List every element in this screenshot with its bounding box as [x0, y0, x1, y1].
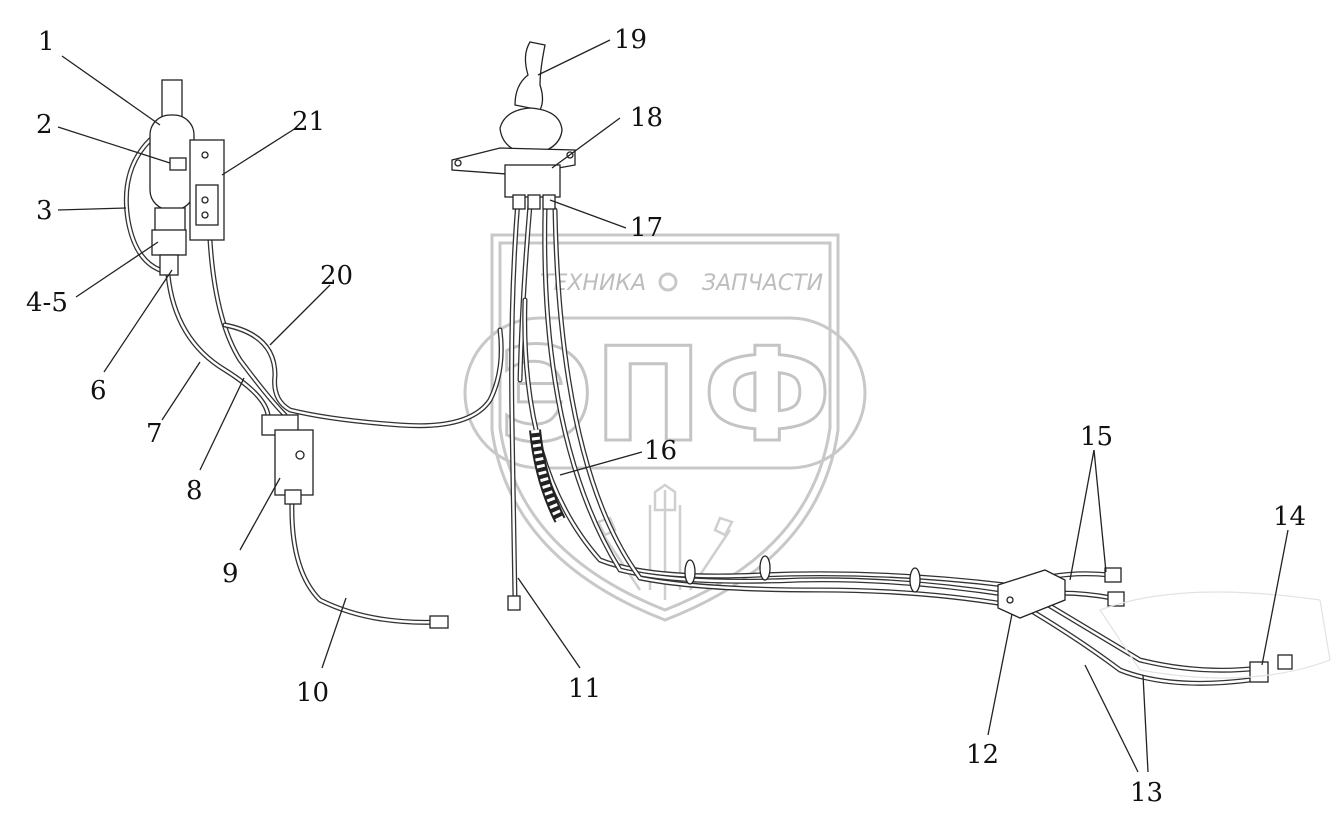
callout-19: 19 [614, 25, 647, 55]
clamp [909, 567, 921, 593]
gear-icon [658, 272, 678, 292]
callout-13: 13 [1130, 778, 1163, 808]
callout-labels: 1 2 3 4-5 6 7 8 9 10 11 12 13 14 15 16 1… [26, 25, 1306, 808]
callout-4-5: 4-5 [26, 288, 68, 318]
callout-17: 17 [630, 213, 663, 243]
corrugated-sleeve [529, 429, 566, 523]
fitting-15b [1107, 591, 1125, 607]
callout-1: 1 [38, 27, 55, 57]
body-outline [1099, 591, 1331, 679]
fitting-14 [1249, 661, 1269, 683]
fitting-15a [1104, 567, 1122, 583]
control-lever-unit [451, 41, 576, 210]
watermark-logo: ЭПФ [498, 319, 831, 471]
callout-12: 12 [966, 740, 999, 770]
valve-block-9 [261, 414, 314, 505]
callout-20: 20 [320, 261, 353, 291]
callout-6: 6 [90, 376, 107, 406]
callout-2: 2 [36, 110, 53, 140]
callout-8: 8 [186, 476, 203, 506]
callout-14: 14 [1273, 502, 1306, 532]
callout-3: 3 [36, 196, 53, 226]
callout-16: 16 [644, 436, 677, 466]
callout-15: 15 [1080, 422, 1113, 452]
callout-9: 9 [222, 559, 239, 589]
callout-11: 11 [568, 674, 601, 704]
watermark: ТЕХНИКА ЗАПЧАСТИ ЭПФ [463, 233, 867, 622]
accumulator [149, 79, 195, 276]
clamp [759, 555, 771, 581]
watermark-right-text: ЗАПЧАСТИ [702, 271, 823, 296]
fitting-10 [429, 615, 449, 629]
fitting-11 [507, 595, 521, 611]
clamp [684, 559, 696, 585]
hoses [123, 137, 1263, 686]
valve-block-21 [189, 139, 225, 241]
leader-lines [57, 39, 1289, 773]
callout-7: 7 [146, 419, 163, 449]
callout-18: 18 [630, 103, 663, 133]
fitting-14b [1277, 654, 1293, 670]
callout-10: 10 [296, 678, 329, 708]
bracket-12 [997, 569, 1066, 619]
callout-21: 21 [292, 107, 325, 137]
